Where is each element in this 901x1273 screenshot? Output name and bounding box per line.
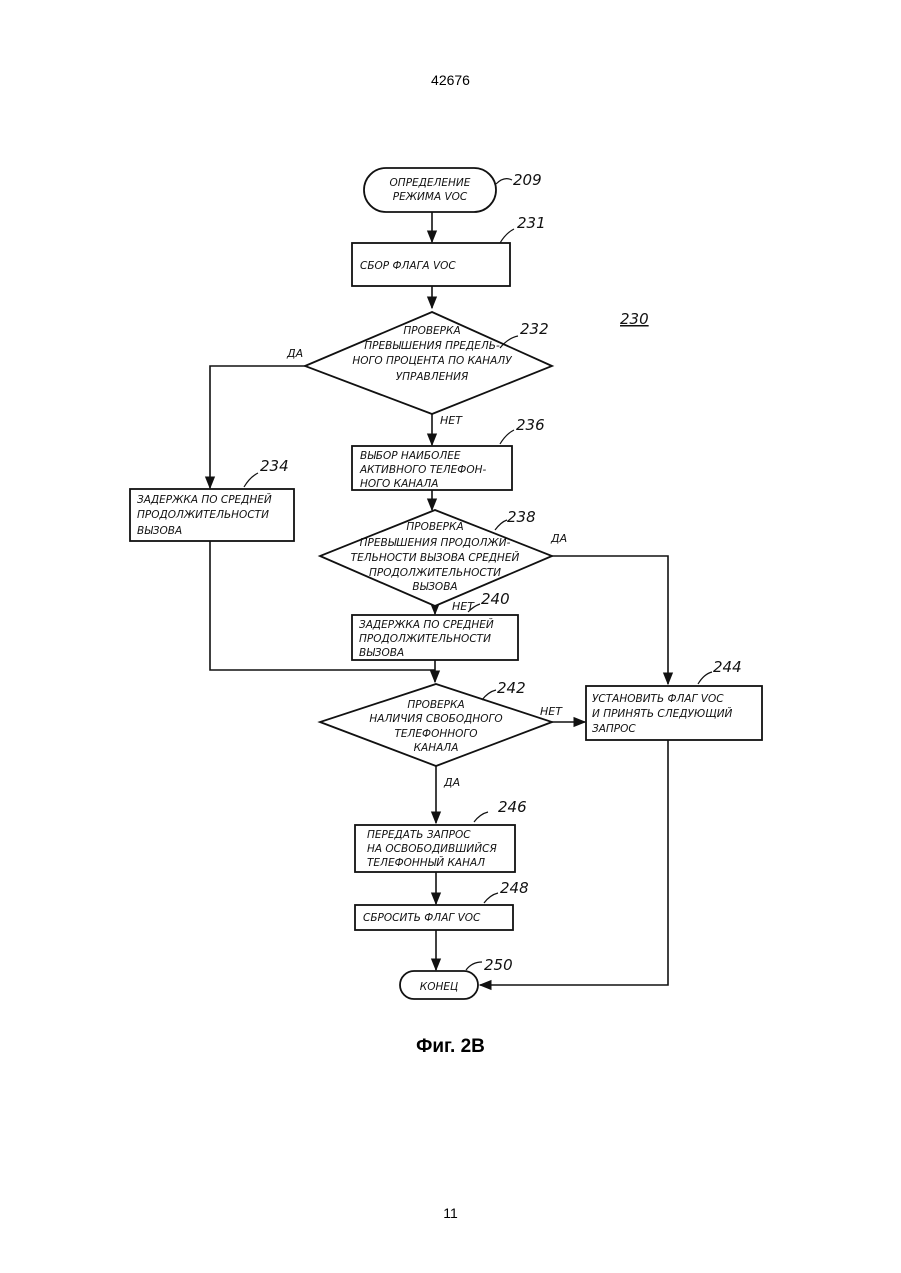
node-clear-flag: СБРОСИТЬ ФЛАГ VOC 248 [355, 879, 529, 930]
node-text-line: ВЫЗОВА [359, 647, 404, 659]
node-text-line: СБОР ФЛАГА VOC [360, 260, 456, 272]
ref-238: 238 [507, 508, 536, 526]
node-text-line: ПРЕВЫШЕНИЯ ПРЕДЕЛЬ- [364, 340, 500, 352]
node-text-line: УПРАВЛЕНИЯ [396, 371, 469, 383]
node-text-line: КОНЕЦ [420, 981, 458, 993]
node-text-line: ВЫЗОВА [412, 581, 457, 593]
node-text-line: ЗАДЕРЖКА ПО СРЕДНЕЙ [359, 618, 494, 631]
node-text-line: ВЫБОР НАИБОЛЕЕ [360, 450, 461, 462]
figure-caption: Фиг. 2В [0, 1036, 901, 1058]
node-text-line: ТЕЛЬНОСТИ ВЫЗОВА СРЕДНЕЙ [351, 551, 520, 564]
node-text-line: ПРОВЕРКА [407, 699, 464, 711]
node-text-line: НАЛИЧИЯ СВОБОДНОГО [369, 713, 502, 725]
edge-238-244-yes [552, 556, 668, 684]
node-text-line: ТЕЛЕФОННОГО [394, 728, 477, 740]
ref-236: 236 [516, 416, 545, 434]
node-text-line: ПРЕВЫШЕНИЯ ПРОДОЛЖИ- [360, 537, 511, 549]
node-text-line: ПРОДОЛЖИТЕЛЬНОСТИ [369, 567, 501, 579]
node-text-line: ПРОВЕРКА [403, 325, 460, 337]
node-text-line: КАНАЛА [414, 742, 459, 754]
ref-209: 209 [513, 171, 542, 189]
node-reset-flag: СБОР ФЛАГА VOC 231 [352, 214, 546, 286]
node-text-line: И ПРИНЯТЬ СЛЕДУЮЩИЙ [592, 707, 733, 720]
label-no-242: НЕТ [540, 705, 563, 718]
node-text-line: НОГО КАНАЛА [360, 478, 438, 490]
label-no-238: НЕТ [452, 600, 475, 613]
node-text-line: ПРОДОЛЖИТЕЛЬНОСТИ [137, 509, 269, 521]
node-text-line: РЕЖИМА VOC [393, 191, 468, 203]
node-text-line: ВЫЗОВА [137, 525, 182, 537]
ref-240: 240 [481, 590, 510, 608]
node-text-line: ТЕЛЕФОННЫЙ КАНАЛ [367, 856, 485, 869]
node-text-line: ОПРЕДЕЛЕНИЕ [390, 177, 471, 189]
node-text-line: ЗАПРОС [592, 723, 636, 735]
label-yes-238: ДА [550, 532, 567, 545]
node-text-line: СБРОСИТЬ ФЛАГ VOC [363, 912, 481, 924]
diagram-number: 230 [620, 310, 649, 328]
node-text-line: ПРОДОЛЖИТЕЛЬНОСТИ [359, 633, 491, 645]
ref-246: 246 [498, 798, 527, 816]
node-start: ОПРЕДЕЛЕНИЕ РЕЖИМА VOC 209 [364, 168, 542, 212]
ref-244: 244 [713, 658, 742, 676]
ref-232: 232 [520, 320, 549, 338]
node-text-line: ЗАДЕРЖКА ПО СРЕДНЕЙ [137, 493, 272, 506]
node-text-line: НОГО ПРОЦЕНТА ПО КАНАЛУ [352, 355, 512, 367]
ref-248: 248 [500, 879, 529, 897]
node-text-line: ПЕРЕДАТЬ ЗАПРОС [367, 829, 471, 841]
ref-231: 231 [517, 214, 546, 232]
node-text-line: ПРОВЕРКА [406, 521, 463, 533]
node-check-duration: ПРОВЕРКА ПРЕВЫШЕНИЯ ПРОДОЛЖИ- ТЕЛЬНОСТИ … [320, 508, 552, 606]
edge-232-234-yes [210, 366, 305, 488]
node-select-channel: ВЫБОР НАИБОЛЕЕ АКТИВНОГО ТЕЛЕФОН- НОГО К… [352, 416, 545, 490]
page-number: 11 [0, 1205, 901, 1221]
node-delay-left: ЗАДЕРЖКА ПО СРЕДНЕЙ ПРОДОЛЖИТЕЛЬНОСТИ ВЫ… [130, 457, 294, 541]
node-transmit: ПЕРЕДАТЬ ЗАПРОС НА ОСВОБОДИВШИЙСЯ ТЕЛЕФО… [355, 798, 527, 872]
ref-234: 234 [260, 457, 289, 475]
node-end: КОНЕЦ 250 [400, 956, 513, 999]
node-check-control: ПРОВЕРКА ПРЕВЫШЕНИЯ ПРЕДЕЛЬ- НОГО ПРОЦЕН… [305, 312, 552, 414]
node-check-free: ПРОВЕРКА НАЛИЧИЯ СВОБОДНОГО ТЕЛЕФОННОГО … [320, 679, 552, 766]
ref-242: 242 [497, 679, 526, 697]
node-text-line: УСТАНОВИТЬ ФЛАГ VOC [592, 693, 724, 705]
node-text-line: АКТИВНОГО ТЕЛЕФОН- [359, 464, 486, 476]
label-yes-242: ДА [443, 776, 460, 789]
node-text-line: НА ОСВОБОДИВШИЙСЯ [367, 842, 497, 855]
label-yes-232: ДА [286, 347, 303, 360]
ref-250: 250 [484, 956, 513, 974]
node-set-flag: УСТАНОВИТЬ ФЛАГ VOC И ПРИНЯТЬ СЛЕДУЮЩИЙ … [586, 658, 762, 740]
label-no-232: НЕТ [440, 414, 463, 427]
